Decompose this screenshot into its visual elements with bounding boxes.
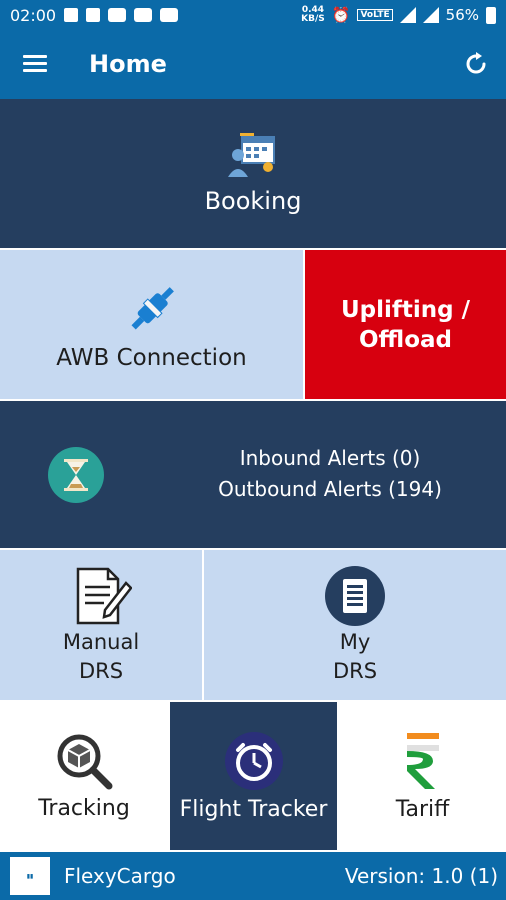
tracking-tile[interactable]: Tracking <box>0 702 168 850</box>
battery-percent: 56% <box>445 6 479 24</box>
twitter-icon <box>86 8 101 22</box>
flight-tracker-label: Flight Tracker <box>179 796 328 822</box>
app-logo: ▮▮ <box>10 857 50 895</box>
status-time: 02:00 <box>10 5 57 25</box>
booking-icon <box>228 132 275 177</box>
list-document-icon <box>325 566 385 626</box>
rupee-icon <box>406 732 439 789</box>
my-drs-tile[interactable]: My DRS <box>204 550 506 700</box>
page-title: Home <box>89 50 167 78</box>
status-bar: 02:00 0.44 KB/S ⏰ VoLTE 56% <box>0 0 506 30</box>
uplifting-offload-tile[interactable]: Uplifting / Offload <box>305 250 506 399</box>
alerts-tile[interactable]: Inbound Alerts (0) Outbound Alerts (194) <box>0 401 506 548</box>
manual-drs-line1: Manual <box>62 630 140 654</box>
refresh-icon[interactable] <box>464 52 488 76</box>
app-name: FlexyCargo <box>64 864 176 888</box>
alarm-icon: ⏰ <box>331 6 351 24</box>
booking-tile[interactable]: Booking <box>0 99 506 248</box>
search-box-icon <box>57 734 113 789</box>
booking-label: Booking <box>204 186 302 215</box>
manual-drs-tile[interactable]: Manual DRS <box>0 550 202 700</box>
uplifting-label: Uplifting / <box>340 296 471 323</box>
youtube-icon <box>160 8 179 22</box>
hamburger-menu-icon[interactable] <box>23 55 47 73</box>
manual-drs-line2: DRS <box>78 659 124 683</box>
flight-tracker-tile[interactable]: Flight Tracker <box>170 702 337 850</box>
offload-label: Offload <box>358 326 452 353</box>
app-bar: Home <box>0 30 506 99</box>
clock-timer-icon <box>224 731 283 790</box>
plug-connection-icon <box>130 286 174 330</box>
tracking-label: Tracking <box>38 795 130 821</box>
outbound-alerts-text[interactable]: Outbound Alerts (194) <box>218 477 442 501</box>
tariff-label: Tariff <box>395 796 450 822</box>
youtube-icon <box>134 8 153 22</box>
youtube-icon <box>108 8 127 22</box>
tariff-tile[interactable]: Tariff <box>339 702 506 850</box>
my-drs-line2: DRS <box>332 659 378 683</box>
signal-icon <box>422 7 439 23</box>
awb-connection-label: AWB Connection <box>56 344 247 371</box>
network-speed: 0.44 KB/S <box>301 5 325 24</box>
document-pen-icon <box>76 567 132 625</box>
inbound-alerts-text[interactable]: Inbound Alerts (0) <box>239 446 421 470</box>
app-version: Version: 1.0 (1) <box>344 864 498 888</box>
my-drs-line1: My <box>339 630 371 654</box>
gallery-icon <box>64 8 79 22</box>
volte-badge: VoLTE <box>357 9 393 21</box>
awb-connection-tile[interactable]: AWB Connection <box>0 250 303 399</box>
hourglass-icon <box>48 447 104 503</box>
footer-bar: ▮▮ FlexyCargo Version: 1.0 (1) <box>0 852 506 900</box>
battery-icon <box>486 6 496 24</box>
wifi-icon <box>399 7 416 23</box>
